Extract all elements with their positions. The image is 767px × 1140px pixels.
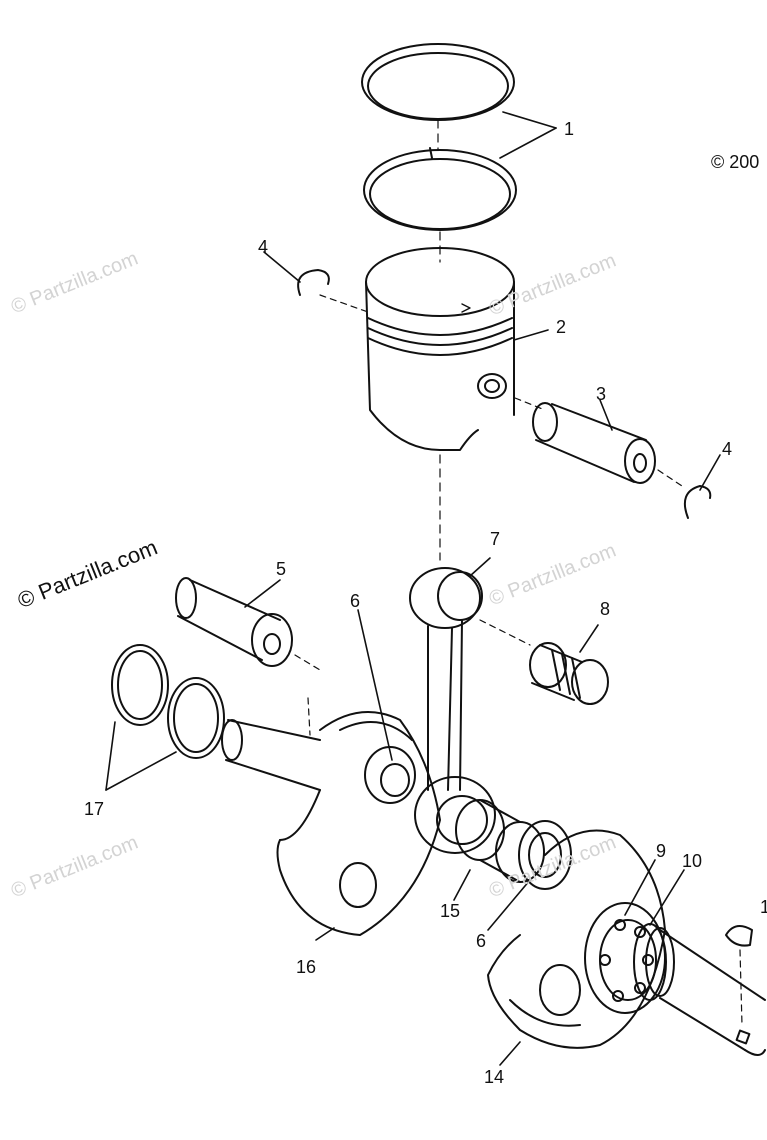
connecting-rod — [409, 567, 496, 854]
callout-15: 15 — [440, 901, 461, 921]
callout-8: 8 — [600, 599, 611, 619]
crank-pin — [175, 577, 293, 667]
callout-10: 10 — [682, 851, 703, 871]
thrust-washer — [518, 820, 572, 890]
needle-bearing — [529, 642, 609, 705]
shims — [111, 644, 225, 759]
circlip-right — [684, 485, 712, 519]
callout-14: 14 — [484, 1067, 505, 1087]
callout-9: 9 — [656, 841, 667, 861]
piston-ring-top — [361, 43, 515, 121]
piston-ring-bottom — [363, 147, 517, 231]
piston-pin — [532, 402, 656, 484]
callout-3: 3 — [596, 384, 607, 404]
copyright-text: © 200 — [711, 152, 760, 172]
callout-2: 2 — [556, 317, 567, 337]
piston — [365, 247, 515, 451]
circlip-left — [297, 269, 330, 296]
callout-5: 5 — [276, 559, 287, 579]
callout-4-left: 4 — [258, 237, 269, 257]
crankshaft-left-half — [221, 711, 441, 936]
bushing — [455, 799, 545, 883]
crankshaft-right-half — [487, 829, 666, 1049]
callout-6-lower: 6 — [476, 931, 487, 951]
callout-1: 1 — [564, 119, 575, 139]
output-shaft — [659, 929, 766, 1056]
callout-16: 16 — [296, 957, 317, 977]
callout-17: 17 — [84, 799, 105, 819]
callout-7: 7 — [490, 529, 501, 549]
callout-11: 1 — [760, 897, 767, 917]
callout-6-upper: 6 — [350, 591, 361, 611]
callout-4-right: 4 — [722, 439, 733, 459]
woodruff-key — [725, 925, 753, 947]
